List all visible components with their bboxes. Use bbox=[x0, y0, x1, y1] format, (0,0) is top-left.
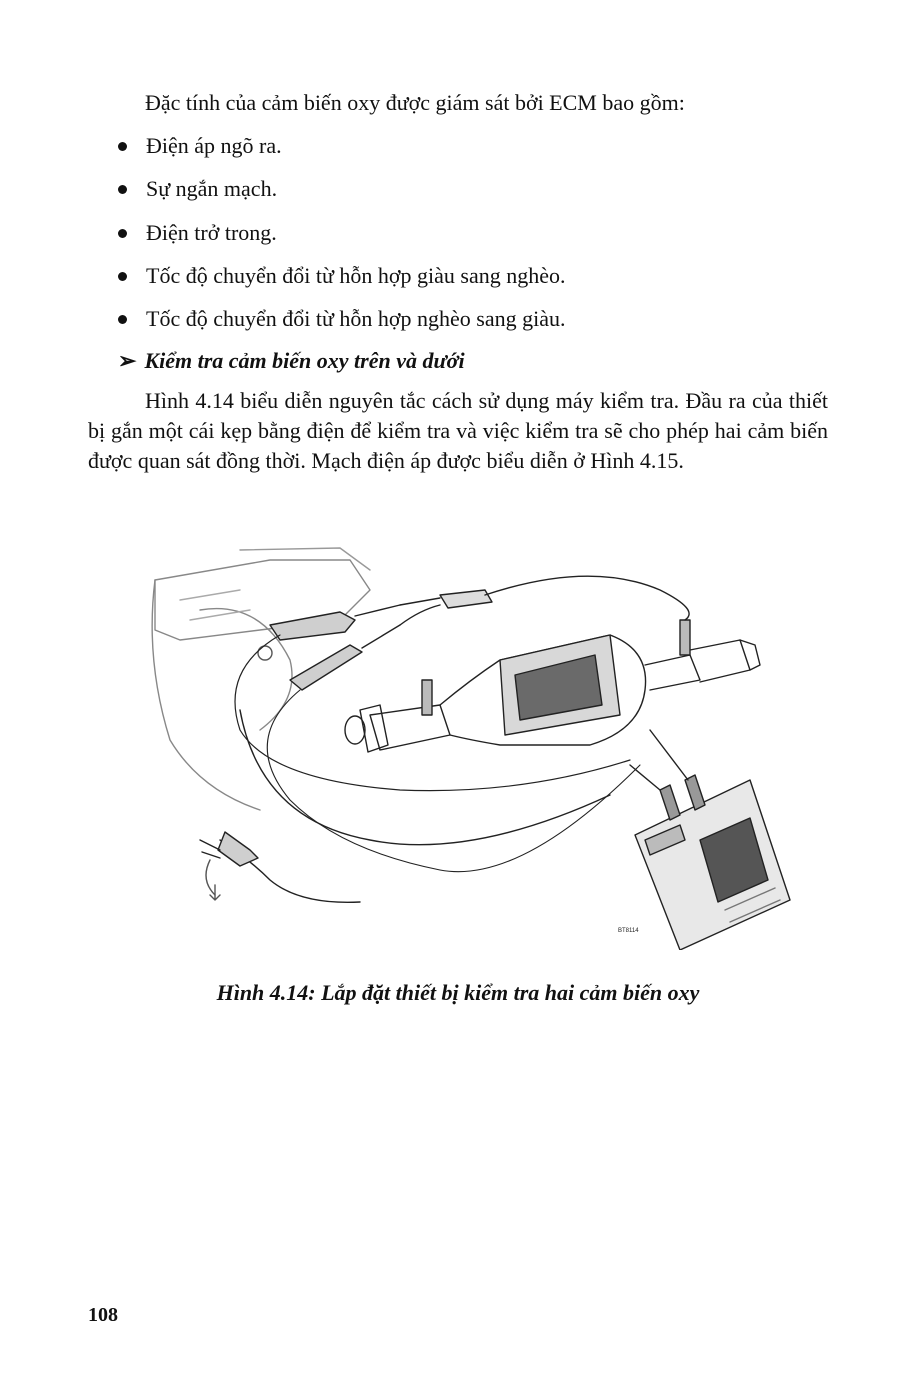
bullet-icon bbox=[118, 315, 127, 324]
list-item-text: Tốc độ chuyển đổi từ hỗn hợp giàu sang n… bbox=[146, 263, 566, 288]
oxygen-sensor-test-setup-illustration: BT8114 bbox=[151, 547, 791, 951]
list-item: Điện áp ngõ ra. bbox=[0, 131, 700, 161]
bullet-icon bbox=[118, 142, 127, 151]
list-item: Điện trở trong. bbox=[0, 218, 700, 248]
list-item: Tốc độ chuyển đổi từ hỗn hợp nghèo sang … bbox=[0, 304, 700, 334]
bullet-icon bbox=[118, 272, 127, 281]
intro-text: Đặc tính của cảm biến oxy được giám sát … bbox=[145, 90, 685, 115]
bullet-icon bbox=[118, 185, 127, 194]
list-item-text: Tốc độ chuyển đổi từ hỗn hợp nghèo sang … bbox=[146, 306, 566, 331]
subheading-text: Kiểm tra cảm biến oxy trên và dưới bbox=[144, 348, 465, 373]
figure-caption: Hình 4.14: Lắp đặt thiết bị kiểm tra hai… bbox=[216, 980, 700, 1005]
bullet-icon bbox=[118, 229, 127, 238]
arrow-bullet-icon: ➢ bbox=[118, 348, 137, 373]
list-item: Sự ngắn mạch. bbox=[0, 174, 700, 204]
list-item-text: Điện trở trong. bbox=[146, 220, 277, 245]
list-item: Tốc độ chuyển đổi từ hỗn hợp giàu sang n… bbox=[0, 261, 700, 291]
page-number: 108 bbox=[88, 1304, 118, 1326]
figure-code-label: BT8114 bbox=[618, 928, 639, 934]
list-item-text: Sự ngắn mạch. bbox=[146, 176, 278, 201]
body-paragraph: Hình 4.14 biểu diễn nguyên tắc cách sử d… bbox=[88, 388, 828, 473]
figure-illustration: BT8114 bbox=[140, 540, 810, 951]
section-subheading: ➢ Kiểm tra cảm biến oxy trên và dưới bbox=[118, 346, 465, 376]
list-item-text: Điện áp ngõ ra. bbox=[146, 133, 282, 158]
